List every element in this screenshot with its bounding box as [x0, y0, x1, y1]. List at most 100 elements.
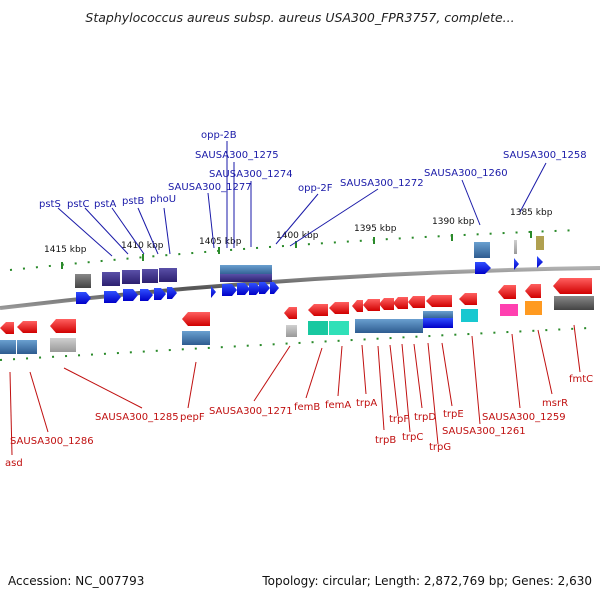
forward-gene-leaders [57, 141, 547, 257]
forward-gene-arrow [123, 289, 138, 301]
gene-label: pstS [39, 199, 61, 210]
gene-label: asd [5, 458, 23, 469]
gene-label: SAUSA300_1286 [10, 436, 94, 447]
reverse-gene-arrow [379, 298, 394, 310]
scale-labels: 1415 kbp 1410 kbp 1405 kbp 1400 kbp 1395… [44, 208, 553, 255]
gene-block [536, 236, 544, 250]
gene-block [554, 296, 594, 310]
gene-label: trpD [414, 412, 436, 423]
gene-label: trpC [402, 432, 423, 443]
gene-block [514, 240, 517, 254]
reverse-gene-arrow [393, 297, 408, 309]
gene-label: SAUSA300_1261 [442, 426, 526, 437]
gene-label: SAUSA300_1277 [168, 182, 252, 193]
reverse-gene-arrow [0, 322, 14, 334]
scale-label: 1415 kbp [44, 245, 87, 255]
gene-block [220, 274, 272, 282]
gene-block [308, 321, 328, 335]
gene-label: SAUSA300_1275 [195, 150, 279, 161]
gene-block [286, 325, 297, 337]
scale-label: 1385 kbp [510, 208, 553, 218]
gene-block [423, 311, 453, 319]
scale-label: 1390 kbp [432, 217, 475, 227]
gene-label: SAUSA300_1258 [503, 150, 587, 161]
gene-label: SAUSA300_1271 [209, 406, 293, 417]
reverse-strand-features[interactable] [0, 278, 594, 354]
gene-block [423, 318, 453, 328]
gene-label: phoU [150, 194, 176, 205]
reverse-gene-arrow [553, 278, 592, 294]
gene-block [159, 268, 177, 282]
gene-label: SAUSA300_1260 [424, 168, 508, 179]
forward-gene-arrow [76, 292, 91, 304]
reverse-gene-arrow [525, 284, 541, 298]
gene-label: fmtC [569, 374, 593, 385]
gene-label: SAUSA300_1259 [482, 412, 566, 423]
gene-label: femA [325, 400, 351, 411]
reverse-gene-arrow [329, 302, 349, 314]
gene-block [122, 270, 140, 284]
reverse-gene-labels[interactable]: asd SAUSA300_1286 SAUSA300_1285 pepF SAU… [5, 374, 593, 469]
reverse-gene-arrow [284, 307, 297, 319]
reverse-gene-arrow [352, 300, 363, 312]
gene-label: pstB [122, 196, 144, 207]
forward-gene-arrow [104, 291, 121, 303]
gene-label: trpG [429, 442, 451, 453]
forward-gene-arrow [237, 283, 250, 295]
forward-gene-arrow [259, 282, 270, 294]
gene-block [461, 309, 478, 322]
gene-block [525, 301, 542, 315]
forward-gene-arrow [270, 282, 279, 294]
forward-gene-arrow [475, 262, 491, 274]
gene-block [182, 331, 210, 345]
gene-block [75, 274, 91, 288]
gene-block [17, 340, 37, 354]
accession-label: Accession: NC_007793 [8, 574, 145, 588]
reverse-gene-arrow [50, 319, 76, 333]
forward-gene-arrow [537, 256, 543, 268]
reverse-gene-arrow [17, 321, 37, 333]
forward-gene-arrow [154, 288, 166, 300]
reverse-gene-arrow [498, 285, 516, 299]
gene-block [220, 265, 272, 275]
genome-summary: Topology: circular; Length: 2,872,769 bp… [262, 574, 592, 588]
gene-block [355, 319, 423, 333]
gene-label: SAUSA300_1272 [340, 178, 424, 189]
reverse-gene-arrow [408, 296, 425, 308]
forward-gene-arrow [167, 287, 177, 299]
forward-gene-arrow [222, 284, 237, 296]
gene-block [102, 272, 120, 286]
forward-gene-labels[interactable]: pstS pstC pstA pstB phoU opp-2B SAUSA300… [39, 130, 587, 210]
gene-label: trpE [443, 409, 464, 420]
scale-label: 1405 kbp [199, 237, 242, 247]
forward-gene-arrow [249, 283, 261, 295]
map-title: Staphylococcus aureus subsp. aureus USA3… [85, 10, 515, 25]
gene-label: trpA [356, 398, 377, 409]
reverse-gene-arrow [459, 293, 477, 305]
gene-block [474, 242, 490, 258]
reverse-gene-arrow [363, 299, 380, 311]
gene-block [500, 304, 518, 316]
gene-label: trpF [389, 414, 409, 425]
gene-label: pstC [67, 199, 89, 210]
reverse-gene-arrow [426, 295, 452, 307]
gene-label: opp-2B [201, 130, 237, 141]
gene-label: SAUSA300_1274 [209, 169, 293, 180]
forward-strand-features[interactable] [75, 236, 544, 304]
gene-label: SAUSA300_1285 [95, 412, 179, 423]
reverse-gene-leaders [9, 324, 581, 456]
gene-block [50, 338, 76, 352]
major-ticks [61, 231, 532, 269]
forward-gene-arrow [211, 286, 216, 298]
gene-block [0, 340, 16, 354]
gene-label: pepF [180, 412, 205, 423]
gene-label: trpB [375, 435, 396, 446]
scale-label: 1410 kbp [121, 241, 164, 251]
gene-label: femB [294, 402, 320, 413]
gene-label: msrR [542, 398, 568, 409]
gene-block [329, 321, 349, 335]
forward-gene-arrow [514, 258, 519, 270]
scale-label: 1395 kbp [354, 224, 397, 234]
gene-label: pstA [94, 199, 116, 210]
